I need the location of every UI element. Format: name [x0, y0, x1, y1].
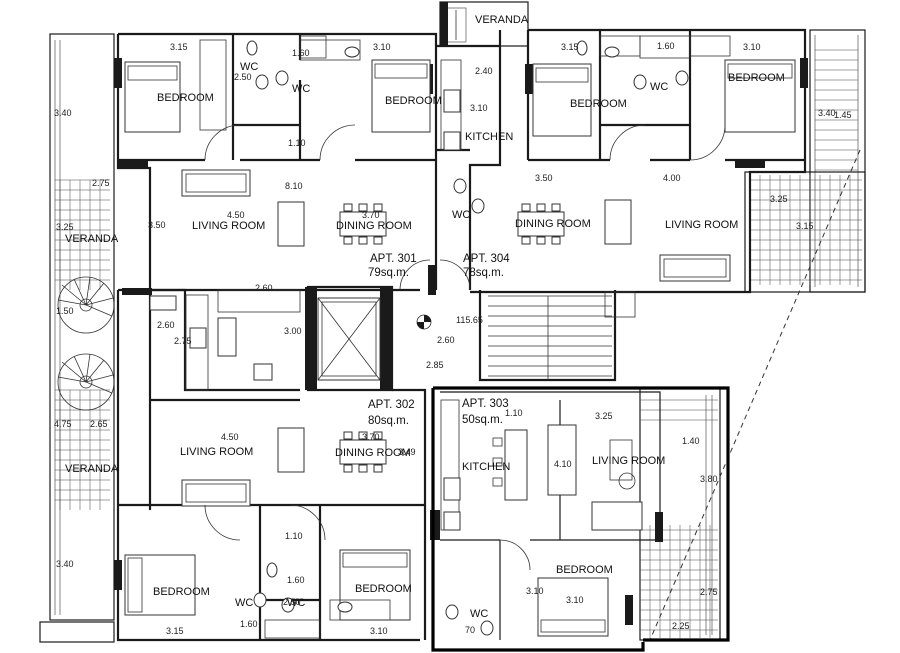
kitchen-label: KITCHEN — [462, 461, 510, 473]
dim: 2.75 — [174, 336, 192, 346]
living-room-label: LIVING ROOM — [180, 446, 253, 458]
dim: 1.50 — [56, 306, 74, 316]
dim: 2.75 — [700, 587, 718, 597]
apt-title: APT. 304 — [463, 253, 510, 265]
dim: 2.50 — [234, 72, 252, 82]
dim: 4.50 — [227, 210, 245, 220]
wc-label: WC — [292, 83, 310, 95]
dim: 2.85 — [426, 360, 444, 370]
dim: 3.50 — [148, 220, 166, 230]
dim: 1.40 — [682, 436, 700, 446]
dim: 3.15 — [561, 42, 579, 52]
dim: 4.10 — [554, 459, 572, 469]
living-room-label: LIVING ROOM — [665, 219, 738, 231]
dim: 3.25 — [595, 411, 613, 421]
apt-area: 78sq.m. — [463, 267, 504, 279]
dim: 4.75 — [54, 419, 72, 429]
dim: 2.50 — [283, 597, 301, 607]
wall-blocks — [114, 2, 808, 625]
dim: 3.80 — [700, 474, 718, 484]
apt-303-highlight — [431, 386, 730, 652]
veranda-label: VERANDA — [65, 233, 119, 245]
dim: 2.75 — [92, 178, 110, 188]
bedroom-label: BEDROOM — [556, 564, 613, 576]
bedroom-label: BEDROOM — [153, 586, 210, 598]
dim: 2.60 — [255, 283, 273, 293]
dim: 1.10 — [285, 531, 303, 541]
dim: 3.40 — [54, 108, 72, 118]
dim: 1.60 — [292, 48, 310, 58]
apt-title: APT. 303 — [462, 398, 509, 410]
level-marker — [416, 314, 432, 330]
dining-room-label: DINING ROOM — [336, 220, 412, 232]
dim: 1.10 — [288, 138, 306, 148]
apt-area: 79sq.m. — [368, 267, 409, 279]
dim: 3.70 — [362, 432, 380, 442]
dim: 115.65 — [456, 315, 483, 325]
dim: 3.50 — [535, 173, 553, 183]
dim: 8.10 — [285, 181, 303, 191]
elevator — [317, 297, 381, 381]
right-veranda-bottom — [639, 387, 721, 641]
dim: 2.60 — [157, 320, 175, 330]
left-veranda — [39, 33, 115, 643]
bedroom-label: BEDROOM — [728, 72, 785, 84]
dim: 3.25 — [56, 222, 74, 232]
wc-label: WC — [235, 597, 253, 609]
dim: 1.60 — [657, 41, 675, 51]
dim: 3.10 — [370, 626, 388, 636]
bedroom-label: BEDROOM — [157, 92, 214, 104]
dim: 3.10 — [470, 103, 488, 113]
bedroom-label: BEDROOM — [570, 98, 627, 110]
dim: 3.70 — [362, 210, 380, 220]
furniture — [124, 35, 796, 639]
dining-room-label: DINING ROOM — [515, 218, 591, 230]
main-stair — [488, 291, 636, 380]
dim: 1.60 — [287, 575, 305, 585]
dim: 1.45 — [834, 110, 852, 120]
dim: 3.10 — [566, 595, 584, 605]
kitchen-label: KITCHEN — [465, 131, 513, 143]
living-room-label: LIVING ROOM — [592, 455, 665, 467]
wc-label: WC — [650, 81, 668, 93]
dining-room-label: DINING ROOM — [335, 447, 411, 459]
dim: 2.65 — [90, 419, 108, 429]
dim: 2.40 — [475, 66, 493, 76]
dim: 2.60 — [437, 335, 455, 345]
dim: 3.15 — [796, 221, 814, 231]
dim: 3.10 — [373, 42, 391, 52]
apt-title: APT. 301 — [370, 253, 417, 265]
dim: 3.15 — [170, 42, 188, 52]
dim: 3.10 — [526, 586, 544, 596]
apt-area: 50sq.m. — [462, 414, 503, 426]
wc-label: WC — [452, 209, 470, 221]
veranda-label: VERANDA — [475, 14, 529, 26]
dim: 3.40 — [818, 108, 836, 118]
wc-label: WC — [470, 608, 488, 620]
dim: 3.40 — [56, 559, 74, 569]
apt-area: 80sq.m. — [368, 415, 409, 427]
spiral-stair — [57, 276, 115, 411]
dim: 4.00 — [663, 173, 681, 183]
bedroom-label: BEDROOM — [355, 583, 412, 595]
dim: 2.25 — [672, 621, 690, 631]
dim: 1.10 — [505, 408, 523, 418]
dim: 4.50 — [221, 432, 239, 442]
dim: 3.15 — [166, 626, 184, 636]
dim: 3.00 — [284, 326, 302, 336]
wc-label: WC — [240, 61, 258, 73]
dim: 3.25 — [770, 194, 788, 204]
dashed-line — [649, 149, 861, 641]
bedroom-label: BEDROOM — [385, 95, 442, 107]
wc-label: WC — [287, 597, 305, 609]
dim: 3.10 — [743, 42, 761, 52]
dim: 1.60 — [240, 619, 258, 629]
veranda-label: VERANDA — [65, 463, 119, 475]
living-room-label: LIVING ROOM — [192, 220, 265, 232]
apt-title: APT. 302 — [368, 399, 415, 411]
dim: 70 — [465, 625, 475, 635]
dim: 3.49 — [398, 447, 416, 457]
